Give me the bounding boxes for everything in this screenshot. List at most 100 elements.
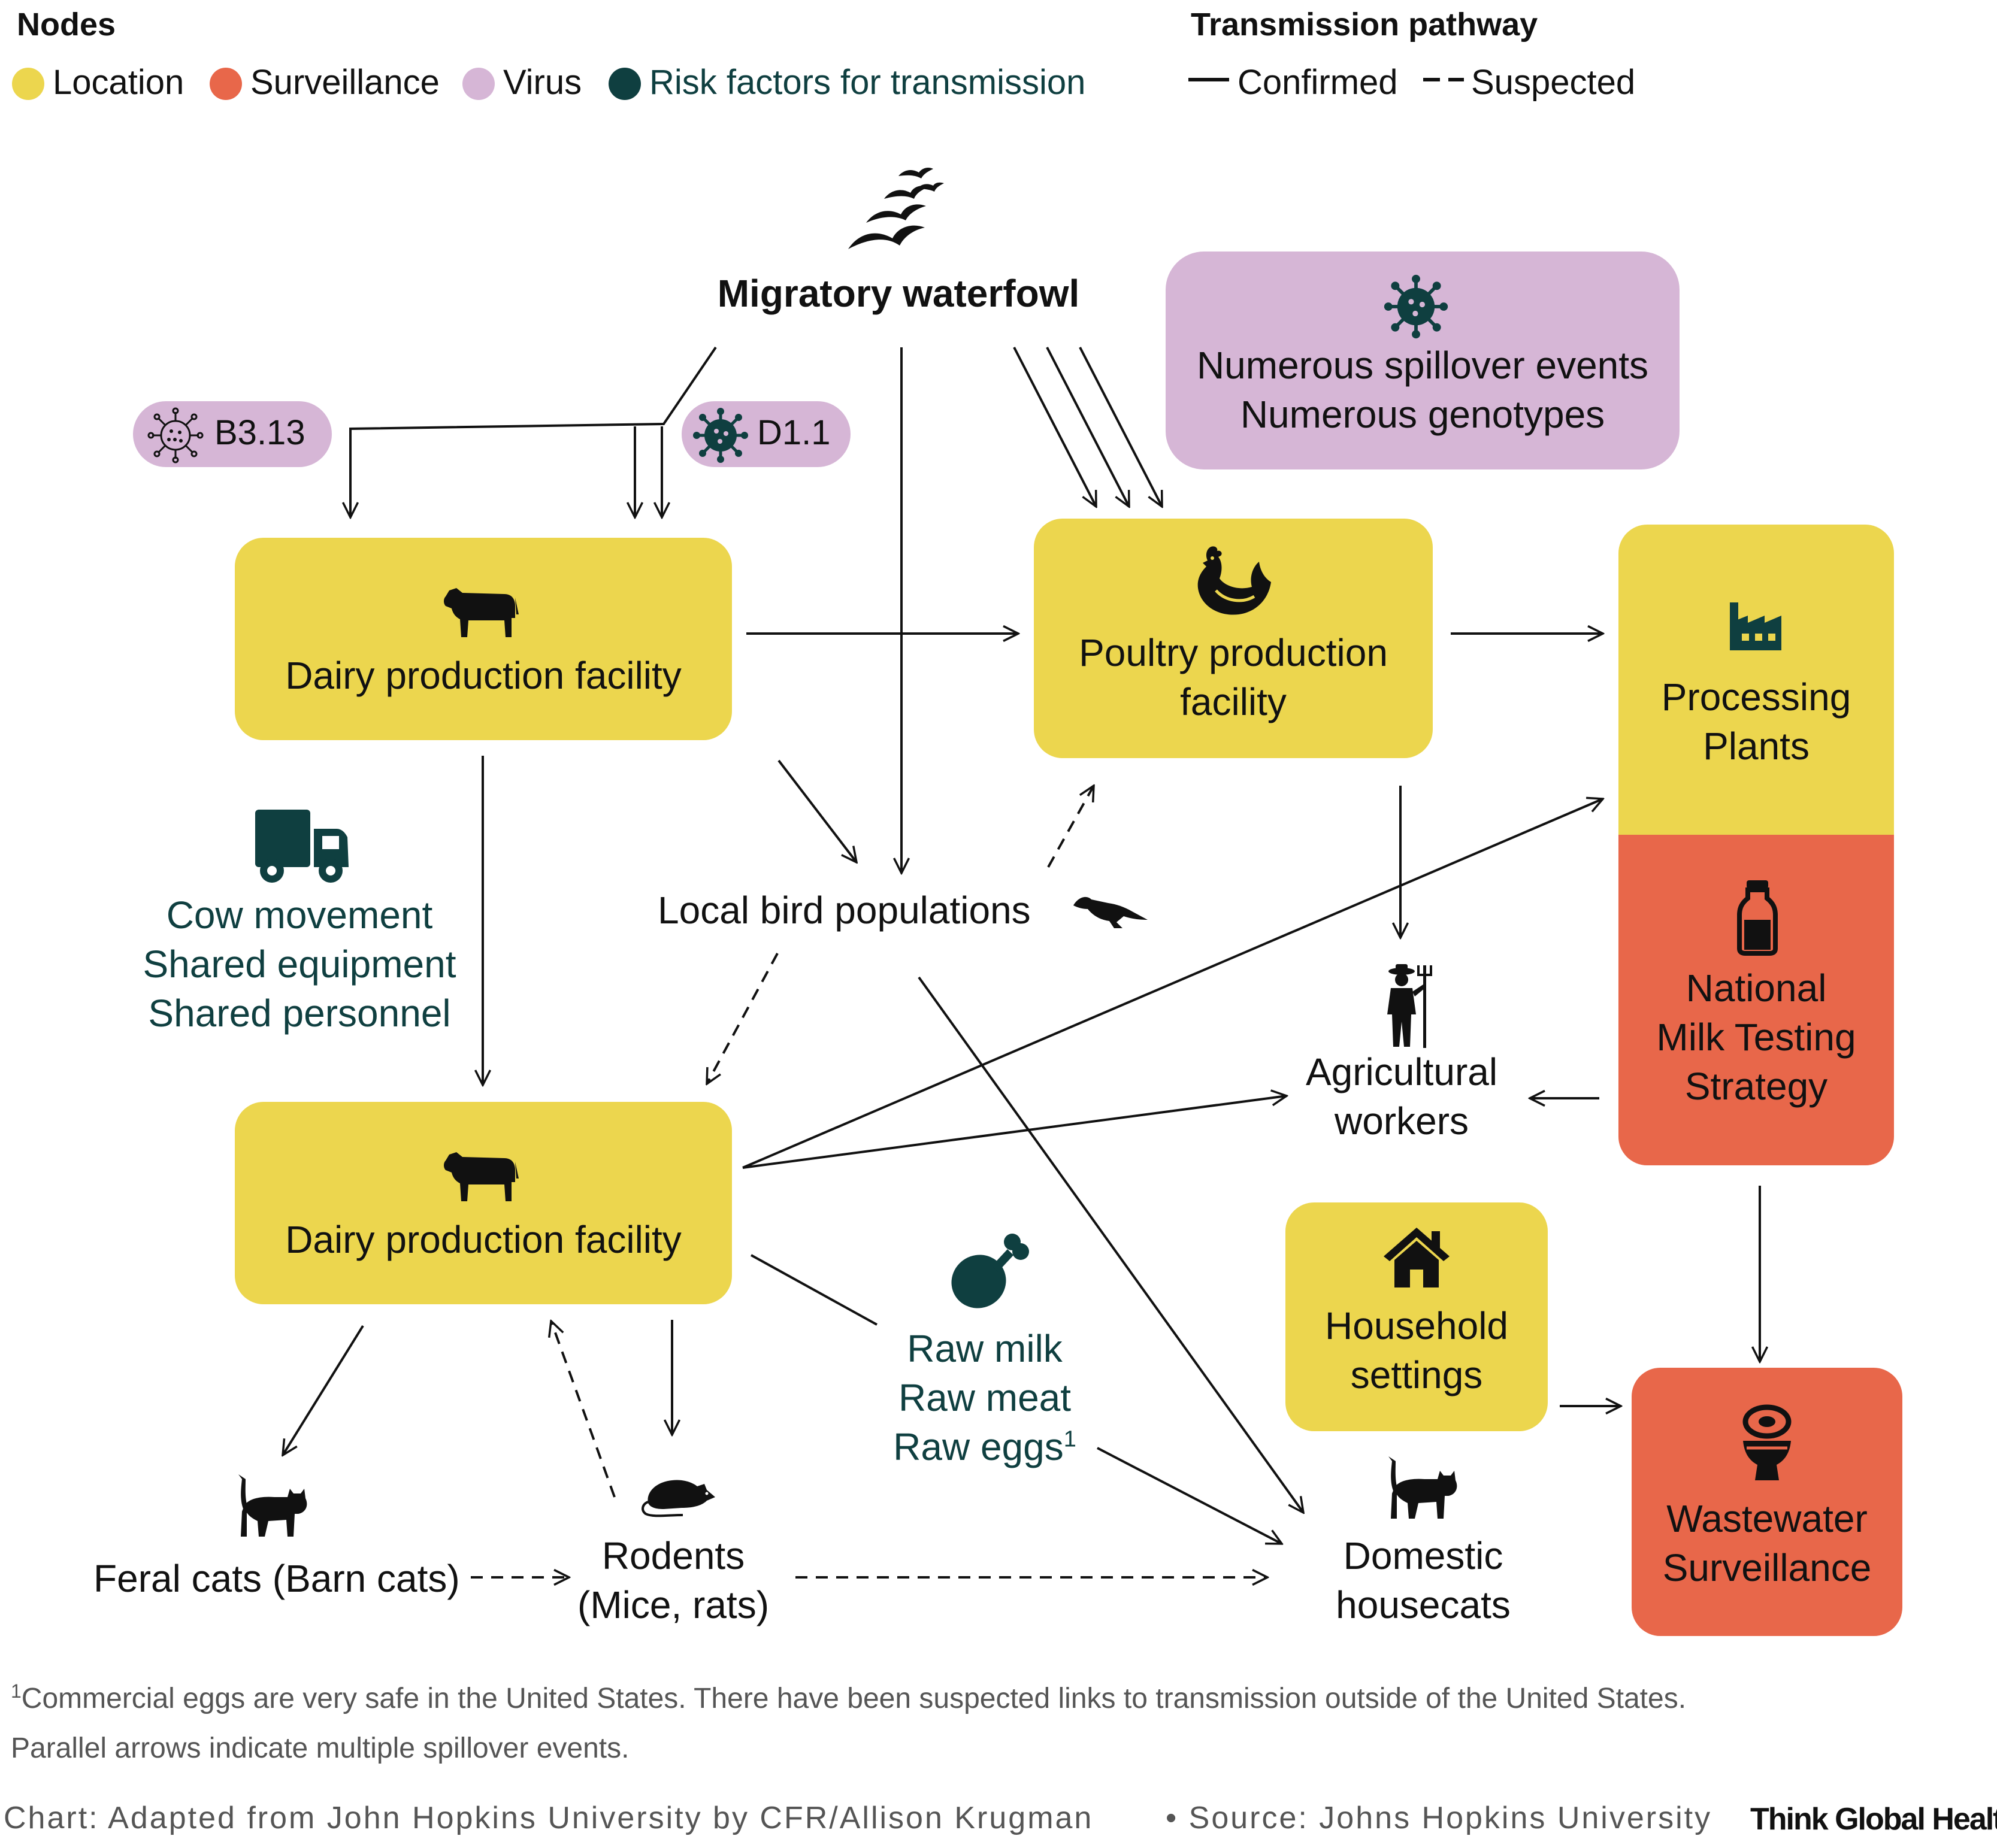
- wastewater-line-2: Surveillance: [1662, 1546, 1872, 1589]
- legend-pathway-title: Transmission pathway: [1191, 7, 1538, 43]
- milk-bottle-icon: [1737, 880, 1778, 956]
- ag-line-2: workers: [1334, 1099, 1469, 1143]
- rodents-label: Rodents (Mice, rats): [557, 1532, 789, 1630]
- dairy-bottom-label: Dairy production facility: [285, 1218, 682, 1261]
- arrow-dairy-localbirds: [777, 759, 857, 862]
- spillover-line-2: Numerous genotypes: [1240, 392, 1605, 436]
- arrow-localbirds-dairy: [707, 953, 779, 1084]
- household-line-1: Household: [1325, 1304, 1508, 1347]
- raw-line-3: Raw eggs1: [867, 1423, 1102, 1472]
- legend-location: Location: [12, 62, 184, 102]
- waterfowl-label: Migratory waterfowl: [717, 272, 1080, 315]
- milk-line-1: National: [1686, 967, 1827, 1010]
- legend-location-swatch: [12, 68, 44, 100]
- cow-icon: [444, 1152, 519, 1201]
- arrow-dairy-agworkers: [742, 1096, 1287, 1169]
- local-birds-label: Local bird populations: [658, 889, 1031, 932]
- housecats-line-2: housecats: [1336, 1583, 1511, 1626]
- raw-eggs-footnote-mark: 1: [1063, 1426, 1076, 1452]
- processing-line-1: Processing: [1661, 675, 1851, 719]
- birds-icon: [848, 168, 944, 249]
- poultry-line-1: Poultry production: [1079, 631, 1388, 674]
- movement-risk-label: Cow movement Shared equipment Shared per…: [90, 891, 509, 1038]
- wastewater-node: Wastewater Surveillance: [1632, 1368, 1902, 1636]
- spillover-label: Numerous spillover events Numerous genot…: [1166, 341, 1680, 440]
- spillover-line-1: Numerous spillover events: [1196, 344, 1649, 387]
- arrow-waterfowl-poultry-3: [1079, 347, 1162, 507]
- arrow-rodents-dairy: [551, 1321, 616, 1498]
- processing-label: Processing Plants: [1618, 673, 1894, 771]
- footnote-2: Parallel arrows indicate multiple spillo…: [11, 1732, 630, 1764]
- cat-icon: [1388, 1456, 1457, 1519]
- chicken-icon: [1197, 546, 1271, 615]
- bird-icon: [1073, 896, 1148, 928]
- wastewater-label: Wastewater Surveillance: [1632, 1495, 1902, 1593]
- legend-virus-label: Virus: [503, 63, 582, 102]
- ag-line-1: Agricultural: [1305, 1050, 1498, 1093]
- spillover-node: Numerous spillover events Numerous genot…: [1166, 252, 1680, 469]
- legend-surveillance-swatch: [210, 68, 242, 100]
- legend-suspected-label: Suspected: [1471, 63, 1636, 102]
- house-icon: [1384, 1228, 1450, 1287]
- rat-icon: [642, 1480, 715, 1517]
- dairy-top-label: Dairy production facility: [285, 654, 682, 697]
- raw-line-1: Raw milk: [907, 1327, 1063, 1370]
- chicken-leg-icon: [951, 1234, 1029, 1308]
- arrow-waterfowl-b313-dairy: [350, 346, 717, 517]
- virus-b313-pill: B3.13: [133, 401, 332, 467]
- footnote-1-text: Commercial eggs are very safe in the Uni…: [21, 1683, 1687, 1714]
- legend-location-label: Location: [53, 63, 184, 102]
- raw-products-label: Raw milk Raw meat Raw eggs1: [867, 1325, 1102, 1472]
- legend-risk-factors: Risk factors for transmission: [609, 62, 1085, 102]
- arrow-rawproducts-housecats: [1097, 1447, 1282, 1544]
- truck-icon: [255, 810, 349, 883]
- arrow-waterfowl-poultry-1: [1013, 347, 1096, 507]
- virus-icon: [1384, 274, 1448, 339]
- cow-icon: [444, 588, 519, 637]
- milk-line-3: Strategy: [1684, 1064, 1828, 1108]
- raw-eggs-text: Raw eggs: [893, 1425, 1064, 1468]
- arrow-localbirds-poultry: [1047, 786, 1094, 868]
- milk-testing-label: National Milk Testing Strategy: [1618, 964, 1894, 1111]
- footnote-1-mark: 1: [11, 1680, 22, 1702]
- movement-line-3: Shared personnel: [148, 991, 451, 1035]
- legend-surveillance-label: Surveillance: [250, 63, 440, 102]
- virus-icon: [693, 408, 748, 463]
- dairy-facility-bottom: Dairy production facility: [235, 1102, 732, 1304]
- toilet-icon: [1742, 1404, 1792, 1480]
- rodents-line-2: (Mice, rats): [577, 1583, 769, 1626]
- household-line-2: settings: [1350, 1353, 1483, 1396]
- poultry-line-2: facility: [1180, 680, 1287, 723]
- footnote-1: 1Commercial eggs are very safe in the Un…: [11, 1680, 1686, 1715]
- feral-cats-label: Feral cats (Barn cats): [93, 1557, 460, 1600]
- cat-icon: [238, 1474, 307, 1537]
- legend-virus-swatch: [462, 68, 495, 100]
- processing-line-2: Plants: [1703, 724, 1810, 768]
- ag-workers-label: Agricultural workers: [1258, 1048, 1545, 1146]
- factory-icon: [1730, 602, 1781, 650]
- movement-line-2: Shared equipment: [143, 942, 456, 986]
- arrow-dairy-processing: [742, 799, 1603, 1169]
- brand-logo: Think Global Health: [1750, 1802, 1997, 1837]
- housecats-label: Domestic housecats: [1285, 1532, 1561, 1630]
- raw-line-2: Raw meat: [898, 1376, 1072, 1419]
- legend-nodes-title: Nodes: [17, 7, 116, 43]
- housecats-line-1: Domestic: [1343, 1534, 1503, 1577]
- poultry-label: Poultry production facility: [1034, 629, 1433, 727]
- milk-line-2: Milk Testing: [1656, 1015, 1856, 1059]
- legend-risk-swatch: [609, 68, 641, 100]
- virus-d11-label: D1.1: [757, 413, 831, 452]
- dairy-facility-top: Dairy production facility: [235, 538, 732, 740]
- movement-line-1: Cow movement: [166, 893, 433, 937]
- farmer-icon: [1387, 964, 1432, 1048]
- legend-virus: Virus: [462, 62, 582, 102]
- legend-solid-line: [1188, 78, 1229, 81]
- arrow-waterfowl-poultry-2: [1046, 347, 1129, 507]
- rodents-line-1: Rodents: [601, 1534, 745, 1577]
- arrow-dairy-feralcats: [283, 1325, 364, 1455]
- virus-icon: [147, 407, 204, 463]
- credit-source: • Source: Johns Hopkins University: [1166, 1801, 1712, 1835]
- legend-confirmed-label: Confirmed: [1237, 63, 1398, 102]
